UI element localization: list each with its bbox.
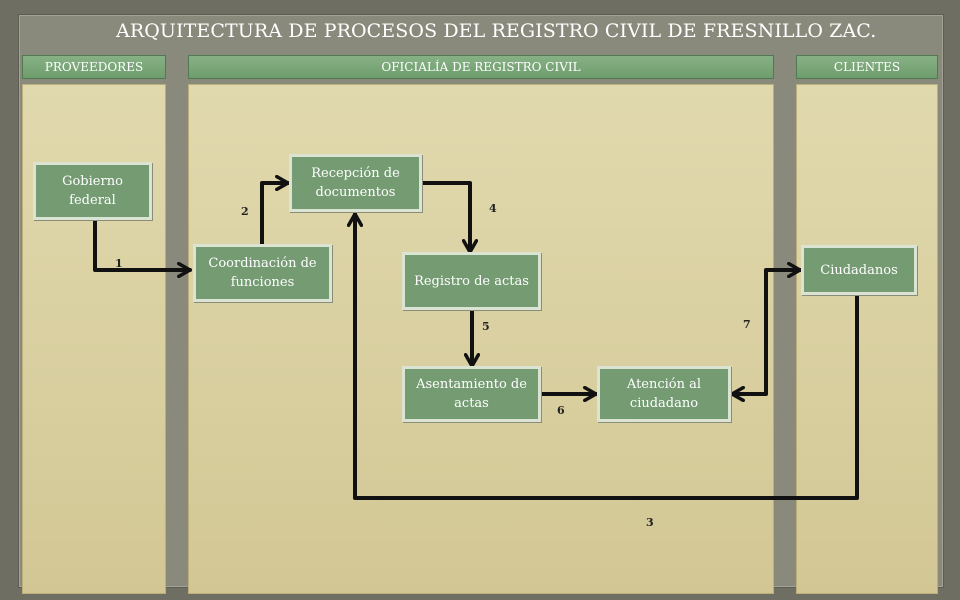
node-registro-actas-label: Registro de actas [414,273,529,289]
edge-label-3: 3 [646,516,654,529]
lane-oficialia [188,84,774,594]
node-asentamiento-actas-label: Asentamiento de actas [416,377,527,411]
edge-4 [419,181,470,254]
node-ciudadanos-label: Ciudadanos [820,262,898,278]
lane-header-oficialia: OFICIALÍA DE REGISTRO CIVIL [188,55,774,79]
edge-label-6: 6 [557,404,565,417]
edge-label-2: 2 [241,205,249,218]
node-registro-actas: Registro de actas [402,252,541,310]
node-atencion-ciudadano-label: Atención al ciudadano [626,377,702,411]
edge-2 [260,183,290,247]
node-gobierno-federal: Gobierno federal [33,162,152,220]
edge-1 [93,216,192,270]
edge-label-4: 4 [489,202,497,215]
edge-label-7: 7 [743,318,751,331]
lane-header-clientes: CLIENTES [796,55,938,79]
edge-7 [730,270,802,394]
diagram-title: ARQUITECTURA DE PROCESOS DEL REGISTRO CI… [116,20,877,42]
edge-label-1: 1 [115,257,123,270]
lane-clientes [796,84,938,594]
edge-label-5: 5 [482,320,490,333]
node-recepcion-documentos-label: Recepción de documentos [311,166,400,200]
node-coordinacion-funciones-label: Coordinación de funciones [208,256,317,290]
lane-header-proveedores: PROVEEDORES [22,55,166,79]
node-atencion-ciudadano: Atención al ciudadano [597,366,731,422]
node-asentamiento-actas: Asentamiento de actas [402,366,541,422]
node-gobierno-federal-label: Gobierno federal [62,174,123,208]
node-coordinacion-funciones: Coordinación de funciones [193,244,332,302]
node-ciudadanos: Ciudadanos [801,245,917,295]
edge-3 [355,212,859,500]
node-recepcion-documentos: Recepción de documentos [289,154,422,212]
